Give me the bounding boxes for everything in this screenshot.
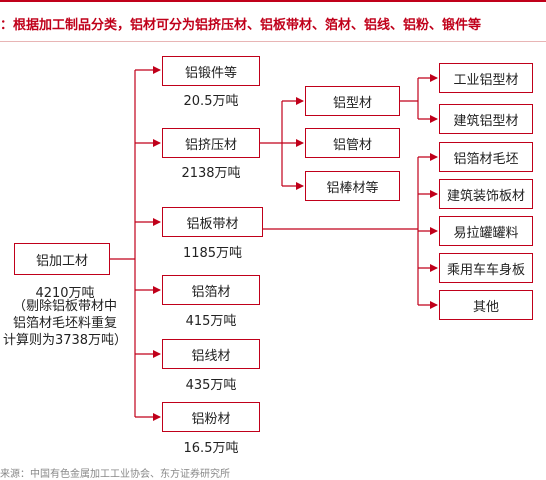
node-building-profile: 建筑铝型材 bbox=[439, 104, 533, 134]
node-profile: 铝型材 bbox=[305, 86, 400, 116]
node-decor-sheet: 建筑装饰板材 bbox=[439, 179, 533, 209]
node-sheet: 铝板带材 bbox=[162, 207, 263, 237]
node-industrial-profile: 工业铝型材 bbox=[439, 63, 533, 93]
node-foil-blank: 铝箔材毛坯 bbox=[439, 142, 533, 172]
value-sheet: 1185万吨 bbox=[182, 246, 243, 261]
root-value: 4210万吨 bbox=[35, 286, 95, 301]
value-wire: 435万吨 bbox=[185, 378, 237, 393]
value-foil: 415万吨 bbox=[185, 314, 237, 329]
page-title: ：根据加工制品分类，铝材可分为铝挤压材、铝板带材、箔材、铝线、铝粉、锻件等 bbox=[0, 18, 482, 33]
node-can-stock: 易拉罐罐料 bbox=[439, 216, 533, 246]
node-tube: 铝管材 bbox=[305, 128, 400, 158]
value-powder: 16.5万吨 bbox=[183, 441, 239, 456]
value-extrusion: 2138万吨 bbox=[181, 166, 241, 181]
node-extrusion: 铝挤压材 bbox=[162, 128, 260, 158]
node-powder: 铝粉材 bbox=[162, 402, 260, 432]
source-note: 来源：中国有色金属加工工业协会、东方证券研究所 bbox=[0, 469, 230, 480]
node-car-body: 乘用车车身板 bbox=[439, 253, 533, 283]
root-node: 铝加工材 bbox=[14, 243, 110, 275]
node-rod: 铝棒材等 bbox=[305, 171, 400, 201]
node-wire: 铝线材 bbox=[162, 339, 260, 369]
node-foil: 铝箔材 bbox=[162, 275, 260, 305]
node-other: 其他 bbox=[439, 290, 533, 320]
root-note: （剔除铝板带材中 铝箔材毛坯料重复 计算则为3738万吨） bbox=[2, 299, 128, 348]
title-bar bbox=[0, 0, 546, 42]
value-forging: 20.5万吨 bbox=[183, 94, 239, 109]
node-forging: 铝锻件等 bbox=[162, 56, 260, 86]
